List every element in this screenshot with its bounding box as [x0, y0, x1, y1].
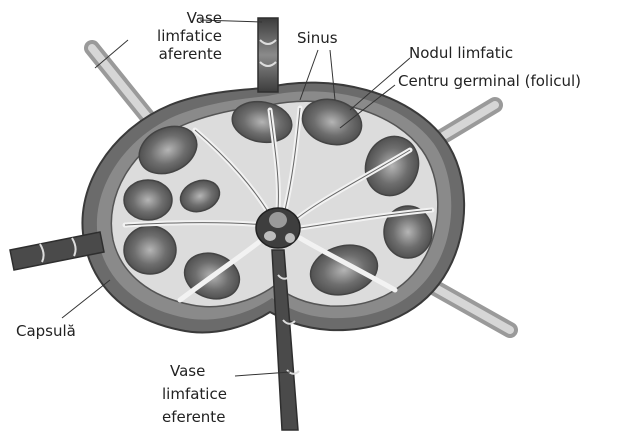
follicle [124, 226, 176, 274]
follicle [124, 180, 172, 220]
leader-capsule [62, 280, 110, 318]
label-efferent-line-3: eferente [162, 408, 227, 426]
background-vessel-lower-right-highlight [430, 285, 510, 330]
afferent-vessel-left [10, 232, 104, 270]
label-germinal-center: Centru germinal (folicul) [398, 72, 581, 90]
label-afferent-line-3: aferente [132, 45, 222, 63]
label-efferent-line-2: limfatice [162, 385, 227, 403]
label-capsule: Capsulă [16, 322, 76, 340]
label-afferent-vessels-top: Vase limfatice aferente [132, 9, 222, 63]
label-sinus: Sinus [297, 29, 338, 47]
afferent-vessel-top [258, 18, 278, 92]
label-afferent-line-1: Vase [132, 9, 222, 27]
label-afferent-line-2: limfatice [132, 27, 222, 45]
label-nodule: Nodul limfatic [409, 44, 513, 62]
label-efferent-vessels: Vase limfatice eferente [162, 362, 227, 426]
hilum [256, 208, 300, 248]
label-efferent-line-1: Vase [162, 362, 227, 380]
